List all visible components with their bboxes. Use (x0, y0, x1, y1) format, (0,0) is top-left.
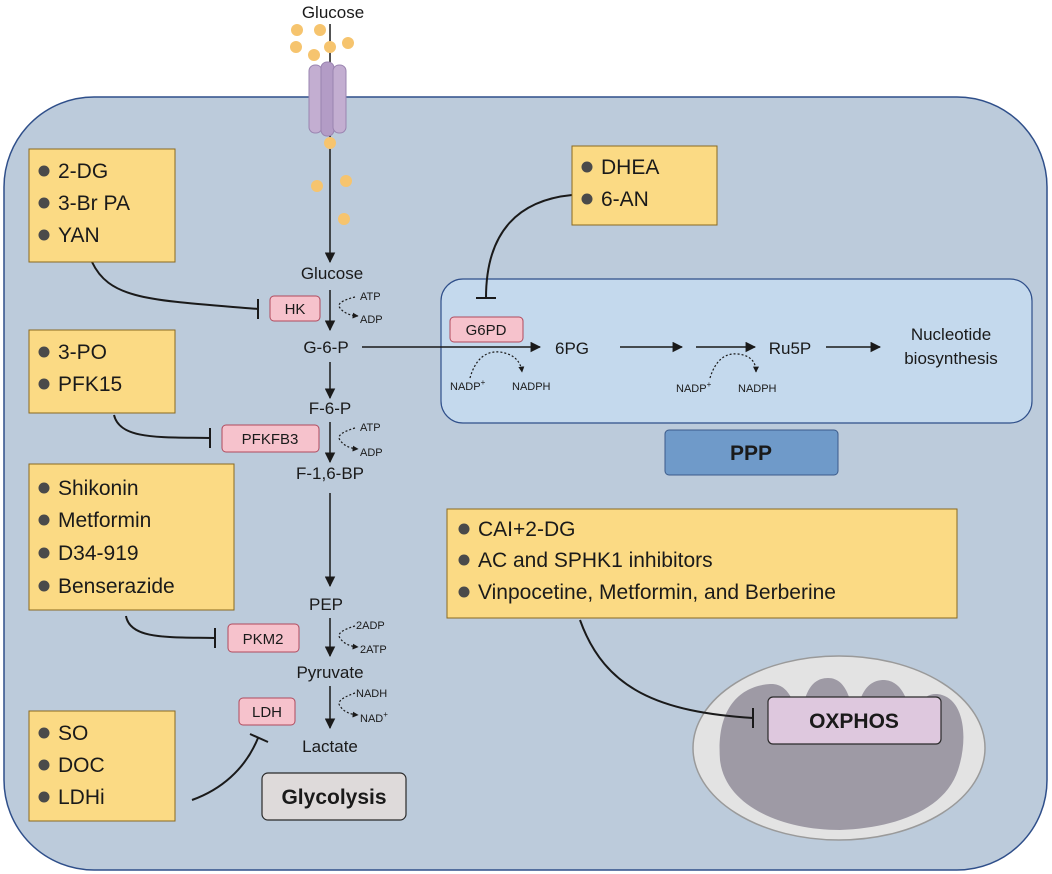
glycolysis-label-box (261, 772, 407, 821)
inhibitor-box-ldh (28, 710, 176, 822)
bullets-pkm2 (38, 482, 50, 592)
inhibitor-pfk15: PFK15 (58, 373, 122, 396)
inhibitor-doc: DOC (58, 754, 105, 777)
metabolite-ru5p: Ru5P (769, 339, 812, 358)
cofactor-nad: NAD+ (360, 710, 388, 725)
inhibitor-ac-sphk1: AC and SPHK1 inhibitors (478, 549, 713, 572)
metabolite-6pg: 6PG (555, 339, 589, 358)
glucose-molecules-inside (311, 137, 352, 225)
inhibitor-metformin: Metformin (58, 509, 151, 532)
inhibitor-box-pkm2 (28, 463, 235, 611)
metabolite-pyruvate: Pyruvate (296, 663, 363, 682)
inhibitor-cai-2dg: CAI+2-DG (478, 518, 575, 541)
enzyme-pkm2: PKM2 (243, 631, 284, 648)
enzyme-pfkfb3-box (221, 424, 320, 453)
enzyme-g6pd: G6PD (466, 322, 507, 339)
inhibitor-box-oxphos (446, 508, 958, 619)
bullets-hk (38, 165, 50, 241)
ppp-label: PPP (730, 442, 772, 465)
metabolite-lactate: Lactate (302, 737, 358, 756)
inhibitor-3po: 3-PO (58, 341, 107, 364)
cofactor-atp-2: ATP (360, 422, 381, 434)
cofactor-nadph-2: NADPH (738, 383, 777, 395)
inhibitor-vinpocetine: Vinpocetine, Metformin, and Berberine (478, 581, 836, 604)
enzyme-pkm2-box (227, 623, 300, 653)
enzyme-hk-box (269, 295, 321, 322)
ppp-label-box (664, 429, 839, 476)
bullets-pfk (38, 346, 50, 390)
cofactor-nadh: NADH (356, 688, 387, 700)
cofactor-atp-1: ATP (360, 291, 381, 303)
ppp-region (440, 278, 1033, 424)
cofactor-2adp: 2ADP (356, 620, 385, 632)
metabolite-f16bp: F-1,6-BP (296, 464, 364, 483)
oxphos-label-box (767, 696, 942, 745)
inhibitor-2dg: 2-DG (58, 160, 108, 183)
enzyme-ldh-box (238, 697, 296, 726)
inhibitor-d34-919: D34-919 (58, 542, 139, 565)
glucose-transporter-icon (308, 61, 347, 137)
cofactor-arrows (338, 296, 759, 718)
cofactor-nadp-2: NADP+ (676, 380, 712, 395)
oxphos-label: OXPHOS (809, 710, 899, 733)
metabolite-biosynthesis: biosynthesis (904, 349, 998, 368)
inhibitor-dhea: DHEA (601, 156, 659, 179)
inhibitor-box-pfk (28, 329, 176, 414)
inhibitor-3brpa: 3-Br PA (58, 192, 130, 215)
inhibitor-ldhi: LDHi (58, 786, 105, 809)
inhibitor-yan: YAN (58, 224, 100, 247)
metabolite-pep: PEP (309, 595, 343, 614)
inhibitor-box-hk (28, 148, 176, 263)
bullets-oxphos (458, 523, 470, 598)
enzyme-hk: HK (285, 301, 306, 318)
cofactor-2atp: 2ATP (360, 644, 387, 656)
enzyme-ldh: LDH (252, 704, 282, 721)
mitochondrion-icon (692, 655, 986, 841)
metabolite-nucleotide: Nucleotide (911, 325, 991, 344)
cofactor-nadph-1: NADPH (512, 381, 551, 393)
cofactor-adp-2: ADP (360, 447, 383, 459)
inhibition-lines (91, 194, 754, 801)
metabolite-g6p: G-6-P (303, 338, 348, 357)
inhibitor-box-g6pd (571, 145, 718, 226)
enzyme-g6pd-box (449, 316, 524, 343)
enzyme-pfkfb3: PFKFB3 (242, 431, 299, 448)
metabolite-glucose: Glucose (301, 264, 363, 283)
cofactor-adp-1: ADP (360, 314, 383, 326)
cofactor-nadp-1: NADP+ (450, 378, 486, 393)
inhibitor-benserazide: Benserazide (58, 575, 175, 598)
external-glucose-label: Glucose (302, 3, 364, 22)
inhibitor-shikonin: Shikonin (58, 477, 139, 500)
metabolite-f6p: F-6-P (309, 399, 352, 418)
glycolysis-label: Glycolysis (281, 786, 386, 809)
inhibitor-6an: 6-AN (601, 188, 649, 211)
bullets-g6pd (581, 161, 593, 205)
bullets-ldh (38, 727, 50, 803)
glucose-molecules-outside (290, 24, 354, 61)
inhibitor-so: SO (58, 722, 88, 745)
